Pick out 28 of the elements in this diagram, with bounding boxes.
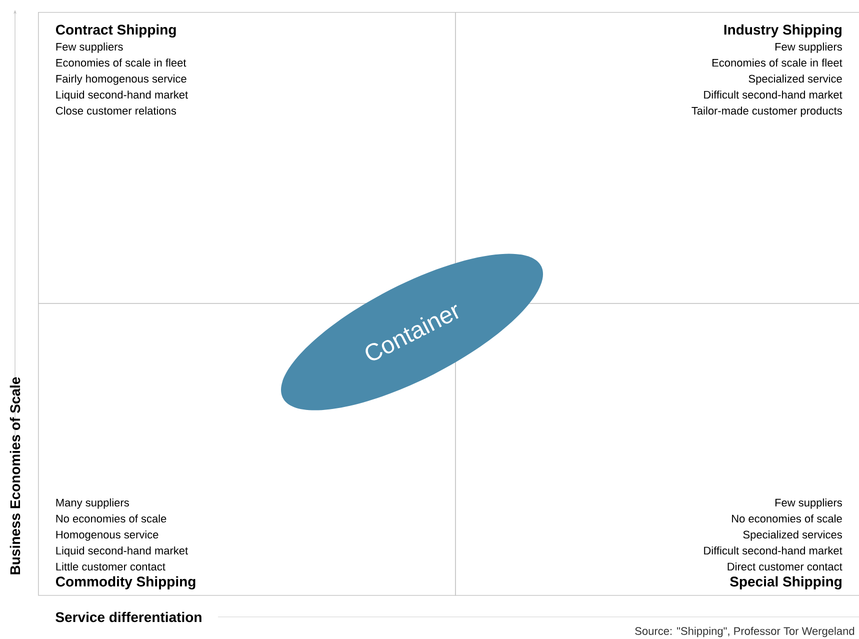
list-item: Liquid second-hand market [56, 546, 188, 557]
list-item: Difficult second-hand market [704, 546, 842, 555]
list-item: Little customer contact [56, 562, 166, 571]
quadrant-heading: Industry Shipping [724, 24, 842, 38]
list-item: Economies of scale in fleet [56, 58, 186, 67]
list-item: Few suppliers [775, 498, 842, 509]
list-item: No economies of scale [56, 514, 166, 523]
list-item: Fairly homogenous service [56, 74, 186, 85]
list-item: Many suppliers [56, 498, 129, 509]
list-item: Tailor-made customer products [692, 106, 842, 117]
list-item: Economies of scale in fleet [712, 58, 842, 67]
source-note: Source: "Shipping", Professor Tor Wergeland [635, 626, 854, 638]
list-item: Liquid second-hand market [56, 90, 188, 101]
quadrant-heading: Special Shipping [730, 576, 842, 590]
axis-label: Service differentiation [56, 612, 202, 622]
list-item: Direct customer contact [728, 562, 842, 571]
axis-label: Business Economies of Scale [10, 377, 20, 574]
quadrant-heading: Contract Shipping [56, 24, 176, 38]
list-item: Specialized service [748, 74, 842, 85]
list-item: No economies of scale [732, 514, 842, 523]
quadrant-heading: Commodity Shipping [56, 576, 196, 590]
list-item: Close customer relations [56, 106, 176, 115]
list-item: Few suppliers [56, 42, 123, 53]
list-item: Specialized services [743, 530, 842, 541]
list-item: Difficult second-hand market [704, 90, 842, 99]
list-item: Few suppliers [775, 42, 842, 53]
list-item: Homogenous service [56, 530, 158, 541]
quadrant-box [38, 12, 456, 304]
